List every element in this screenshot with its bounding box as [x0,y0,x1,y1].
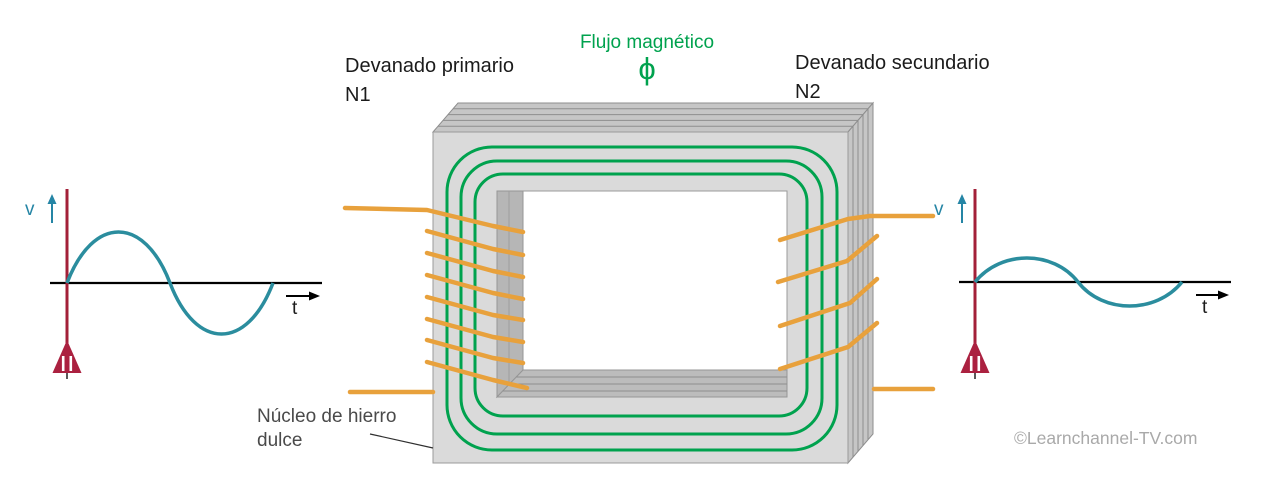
core-right-laminations [852,108,869,458]
secondary-sine-wave [973,256,1184,308]
secondary-t-arrowhead [1218,290,1229,300]
flux-phi-symbol: ϕ [638,51,656,86]
core-label-line1: Núcleo de hierro [257,406,397,427]
secondary-v-axis-label: v [934,199,944,220]
secondary-lead-top [777,213,936,243]
primary-t-axis-label: t [292,298,298,319]
primary-voltage-graph [47,189,322,379]
core-window-bottom-laminations [502,376,787,392]
primary-sine-wave [65,230,275,336]
primary-winding-coil [342,205,530,395]
flux-line-middle [459,159,824,436]
primary-pole-base [52,340,82,373]
secondary-pole-base [960,340,990,373]
secondary-pole-base-slits [969,356,981,371]
core-top-face [431,102,875,133]
flux-line-inner [473,172,809,418]
secondary-t-axis-label: t [1202,297,1208,318]
secondary-winding-label: Devanado secundario [795,52,990,74]
primary-winding-label: Devanado primario [345,55,514,77]
core-label-leader-line [369,433,434,449]
secondary-turns-label: N2 [795,81,821,103]
core-top-laminations [438,108,868,127]
flux-line-outer [445,145,839,452]
flux-lines [445,145,839,452]
primary-t-arrowhead [309,291,320,301]
core-label-line2: dulce [257,430,303,451]
secondary-v-arrowhead [957,194,967,204]
primary-v-arrowhead [47,194,57,204]
secondary-voltage-graph [957,189,1231,379]
iron-core [431,101,875,465]
primary-turns-label: N1 [345,84,371,106]
primary-pole-base-slits [61,356,73,371]
core-front-face [432,131,849,464]
magnetic-flux-label: Flujo magnético [579,32,715,53]
watermark: ©Learnchannel-TV.com [1014,428,1198,448]
secondary-winding-coil [775,213,936,392]
primary-v-axis-label: v [25,199,35,220]
